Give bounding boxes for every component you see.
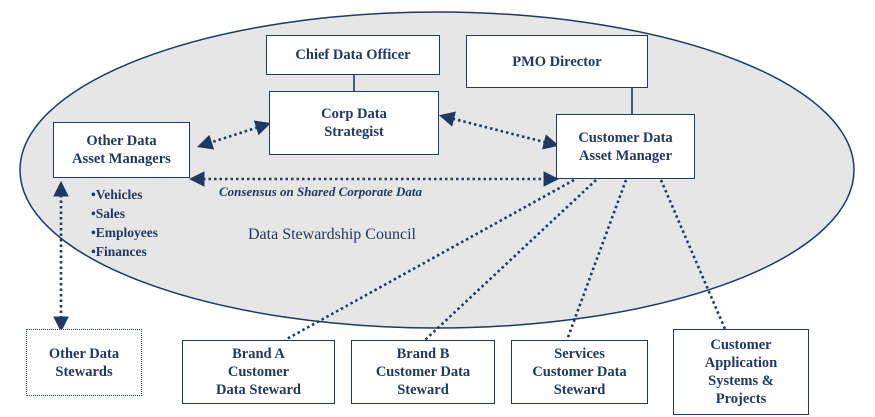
asset-list-item: •Sales (91, 206, 125, 221)
council-label: Data Stewardship Council (248, 226, 416, 243)
asset-list: •Vehicles •Sales •Employees •Finances (91, 185, 158, 261)
customer-apps-box: Customer Application Systems & Projects (673, 329, 809, 415)
line-to-brand-b (424, 179, 597, 341)
pmo-director-box: PMO Director (466, 35, 648, 88)
line-to-services (565, 179, 628, 341)
consensus-label: Consensus on Shared Corporate Data (219, 184, 422, 199)
brand-a-steward-box: Brand A Customer Data Steward (182, 340, 335, 404)
asset-list-item: •Vehicles (91, 187, 143, 202)
other-asset-managers-box: Other Data Asset Managers (53, 122, 190, 178)
line-to-brand-a (284, 178, 575, 342)
council-ellipse (19, 11, 855, 329)
brand-b-steward-box: Brand B Customer Data Steward (351, 340, 495, 404)
asset-list-item: •Finances (91, 244, 147, 259)
strategist-other-managers-arrow (197, 120, 271, 150)
asset-list-item: •Employees (91, 225, 158, 240)
chief-data-officer-box: Chief Data Officer (266, 35, 440, 75)
customer-asset-manager-box: Customer Data Asset Manager (556, 114, 695, 179)
corp-data-strategist-box: Corp Data Strategist (269, 91, 439, 155)
other-stewards-box: Other Data Stewards (26, 329, 142, 396)
services-steward-box: Services Customer Data Steward (511, 340, 648, 404)
